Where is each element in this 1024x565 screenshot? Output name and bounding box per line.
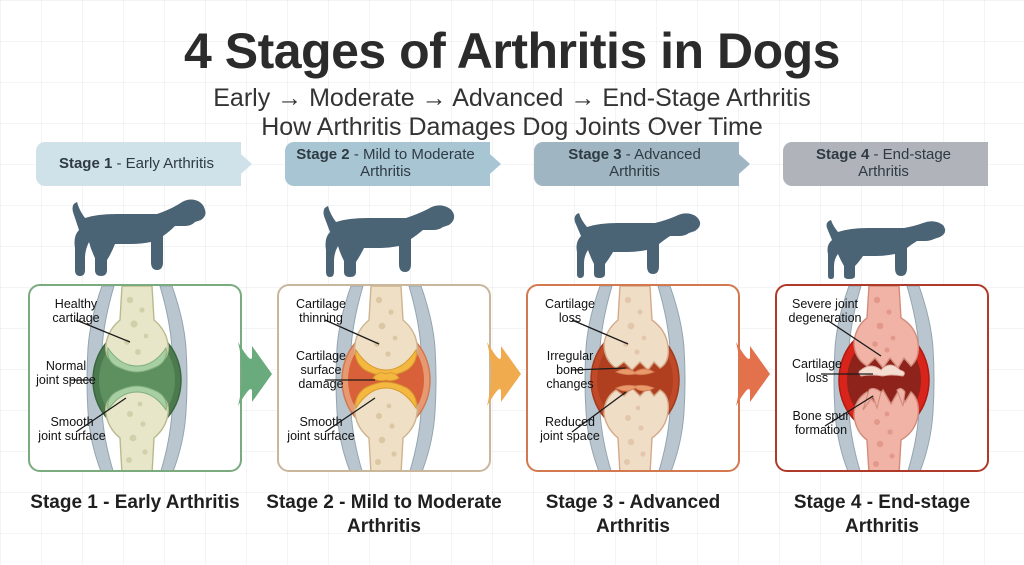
svg-text:Healthy: Healthy <box>55 297 98 311</box>
svg-text:degeneration: degeneration <box>789 311 862 325</box>
stage-banner-label-3: Stage 3 - Advanced Arthritis <box>534 142 739 186</box>
joint-diagram-4: Severe joint degeneration Cartilage loss… <box>775 284 989 472</box>
stage-banner-label-4: Stage 4 - End-stage Arthritis <box>783 142 988 186</box>
joint-panel-wrap-3: Cartilage loss Irregular bone changes Re… <box>508 284 770 476</box>
svg-text:formation: formation <box>795 423 847 437</box>
joint-panel-wrap-4: Severe joint degeneration Cartilage loss… <box>757 284 1007 476</box>
svg-text:Bone spur: Bone spur <box>793 409 850 423</box>
joint-panel-wrap-1: Healthy cartilage Normal joint space Smo… <box>10 284 272 476</box>
svg-text:joint space: joint space <box>35 373 96 387</box>
svg-text:loss: loss <box>806 371 828 385</box>
svg-text:Cartilage: Cartilage <box>296 349 346 363</box>
subtitle-description: How Arthritis Damages Dog Joints Over Ti… <box>261 113 763 141</box>
joint-diagram-1: Healthy cartilage Normal joint space Smo… <box>28 284 242 472</box>
stage-banner-label-1: Stage 1 - Early Arthritis <box>36 142 241 186</box>
stage-column-2: Stage 2 - Mild to Moderate Arthritis <box>259 142 521 562</box>
stage-banner-number-2: Stage 2 <box>296 146 350 164</box>
page-title: 4 Stages of Arthritis in Dogs <box>184 23 840 79</box>
stage-banner-label-2: Stage 2 - Mild to Moderate Arthritis <box>285 142 490 186</box>
stage-banner-4[interactable]: Stage 4 - End-stage Arthritis <box>757 142 1007 190</box>
svg-text:Severe joint: Severe joint <box>792 297 859 311</box>
banner-arrow-icon-3 <box>730 146 750 182</box>
svg-text:damage: damage <box>298 377 343 391</box>
stage-caption-1: Stage 1 - Early Arthritis <box>30 492 240 513</box>
svg-text:cartilage: cartilage <box>52 311 99 325</box>
stage-banner-number-4: Stage 4 <box>815 146 870 164</box>
svg-text:Smooth: Smooth <box>50 415 93 429</box>
joint-diagram-2: Cartilage thinning Cartilage surface dam… <box>277 284 491 472</box>
stage-banner-number-3: Stage 3 <box>568 146 622 164</box>
stage-caption-4: Stage 4 - End-stage Arthritis <box>793 492 971 538</box>
stage-banner-text-1: - Early Arthritis <box>112 154 215 172</box>
stage-banner-number-1: Stage 1 <box>58 154 113 172</box>
svg-text:Cartilage: Cartilage <box>792 357 842 371</box>
stage-column-3: Stage 3 - Advanced Arthritis <box>508 142 770 562</box>
svg-text:Normal: Normal <box>46 359 86 373</box>
svg-text:Irregular: Irregular <box>547 349 594 363</box>
svg-text:bone: bone <box>556 363 584 377</box>
stage-banner-2[interactable]: Stage 2 - Mild to Moderate Arthritis <box>259 142 509 190</box>
svg-text:loss: loss <box>559 311 581 325</box>
svg-text:Cartilage: Cartilage <box>545 297 595 311</box>
stage-banner-3[interactable]: Stage 3 - Advanced Arthritis <box>508 142 758 190</box>
svg-text:joint surface: joint surface <box>37 429 105 443</box>
svg-text:Cartilage: Cartilage <box>296 297 346 311</box>
stage-column-1: Stage 1 - Early Arthritis <box>10 142 272 562</box>
stage-banner-text-4: - End-stage Arthritis <box>858 146 952 180</box>
joint-panel-wrap-2: Cartilage thinning Cartilage surface dam… <box>259 284 521 476</box>
banner-arrow-icon-1 <box>232 146 252 182</box>
banner-arrow-icon-2 <box>481 146 501 182</box>
dog-silhouette-2 <box>259 192 509 280</box>
dog-silhouette-3 <box>508 192 758 280</box>
stage-connector-arrow-2 <box>487 342 521 406</box>
joint-diagram-3: Cartilage loss Irregular bone changes Re… <box>526 284 740 472</box>
subtitle-progression: Early → Moderate → Advanced → End-Stage … <box>213 84 811 112</box>
stage-caption-2: Stage 2 - Mild to Moderate Arthritis <box>266 492 502 538</box>
stage-banner-1[interactable]: Stage 1 - Early Arthritis <box>10 142 260 190</box>
svg-text:changes: changes <box>546 377 593 391</box>
stage-connector-arrow-3 <box>736 342 770 406</box>
stage-caption-3: Stage 3 - Advanced Arthritis <box>545 492 721 538</box>
svg-text:joint space: joint space <box>539 429 600 443</box>
stage-column-4: Stage 4 - End-stage Arthritis <box>757 142 1007 562</box>
svg-text:Smooth: Smooth <box>299 415 342 429</box>
svg-text:surface: surface <box>301 363 342 377</box>
dog-silhouette-1 <box>10 192 260 280</box>
svg-text:thinning: thinning <box>299 311 343 325</box>
stage-banner-text-2: - Mild to Moderate Arthritis <box>349 146 475 180</box>
svg-text:Reduced: Reduced <box>545 415 595 429</box>
stage-banner-text-3: - Advanced Arthritis <box>609 146 701 180</box>
dog-silhouette-4 <box>757 192 1007 280</box>
stage-connector-arrow-1 <box>238 342 272 406</box>
svg-text:joint surface: joint surface <box>286 429 354 443</box>
